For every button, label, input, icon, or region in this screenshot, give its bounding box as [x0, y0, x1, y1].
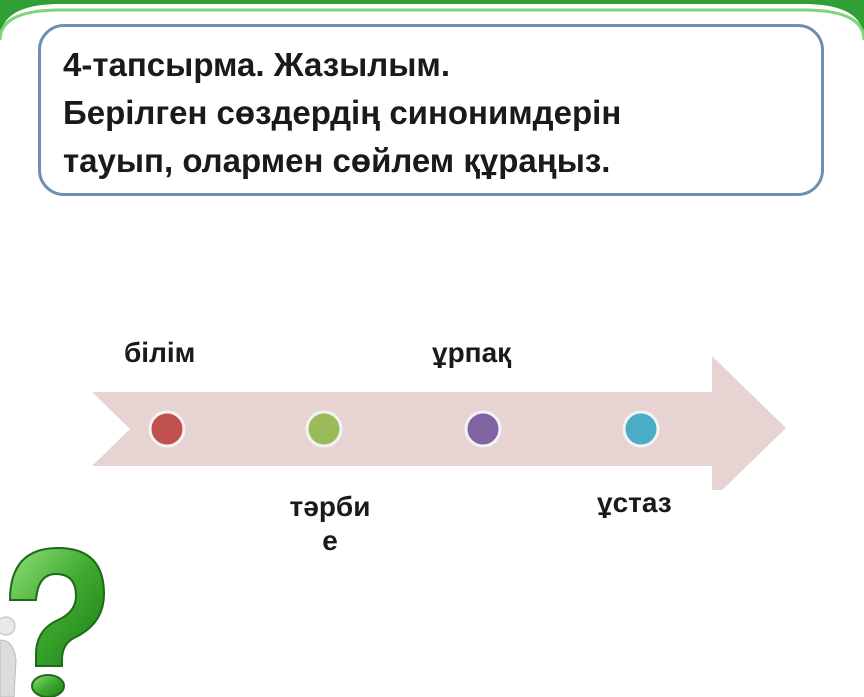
question-mark-icon: [0, 546, 106, 697]
word-bilim: білім: [124, 337, 196, 368]
figure-body: [0, 639, 17, 697]
task-title: 4-тапсырма. Жазылым.: [63, 46, 451, 83]
dot-purple: [464, 410, 502, 448]
task-instruction-line-1: Берілген сөздердің синонимдерін: [63, 94, 622, 131]
dot-blue: [622, 410, 660, 448]
task-instruction-line-2: тауып, олармен сөйлем құраңыз.: [63, 142, 611, 179]
dot-red: [148, 410, 186, 448]
figure-head: [0, 616, 16, 636]
word-tarbie-part-2: е: [322, 525, 338, 556]
word-tarbie: тәрби е: [280, 490, 380, 558]
word-ustaz: ұстаз: [597, 487, 672, 518]
word-urpaq: ұрпақ: [432, 337, 512, 368]
dot-green: [305, 410, 343, 448]
word-tarbie-part-1: тәрби: [289, 491, 371, 522]
arrow-shape: [92, 356, 786, 490]
top-green-band: [0, 0, 864, 40]
task-instruction-box: 4-тапсырма. Жазылым. Берілген сөздердің …: [38, 24, 824, 196]
timeline-arrow: [92, 356, 786, 490]
